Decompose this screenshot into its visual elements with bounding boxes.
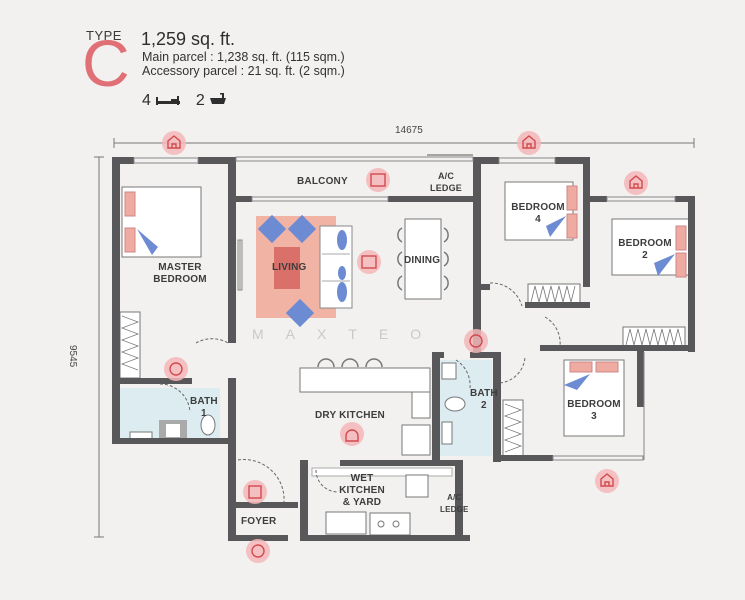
washer-icon — [251, 544, 265, 558]
windows — [133, 156, 676, 461]
washer-icon — [469, 334, 483, 348]
bar-stools — [317, 358, 383, 368]
height-dimension: 9545 — [67, 345, 78, 368]
bedroom-count: 4 — [142, 92, 151, 109]
label-ac-ledge-top: A/C LEDGE — [430, 171, 463, 193]
label-dining: DINING — [404, 255, 441, 266]
label-bath-1: BATH 1 — [190, 396, 218, 419]
accessory-parcel: Accessory parcel : 21 sq. ft. (2 sqm.) — [142, 64, 345, 78]
total-area: 1,259 sq. ft. — [141, 29, 236, 49]
label-foyer: FOYER — [241, 516, 277, 527]
balcony-icon — [370, 173, 386, 187]
dining-chairs — [397, 227, 449, 291]
bathtub-icon — [210, 93, 227, 104]
label-bath-2: BATH 2 — [470, 388, 498, 411]
label-bedroom-2: BEDROOM 2 — [618, 238, 672, 261]
label-bedroom-4: BEDROOM 4 — [511, 202, 565, 225]
washer-icon — [169, 362, 183, 376]
house-icon — [629, 175, 643, 189]
main-parcel: Main parcel : 1,238 sq. ft. (115 sqm.) — [142, 50, 345, 64]
label-master-bedroom: MASTER BEDROOM — [153, 262, 207, 285]
label-wet-kitchen: WET KITCHEN & YARD — [339, 473, 385, 508]
label-bedroom-3: BEDROOM 3 — [567, 399, 621, 422]
door-swings — [159, 282, 561, 503]
label-dry-kitchen: DRY KITCHEN — [315, 410, 385, 421]
walls — [112, 157, 695, 541]
label-balcony: BALCONY — [297, 176, 348, 187]
bathroom-count: 2 — [195, 92, 205, 109]
shoe-cabinet-icon — [248, 485, 262, 499]
dimension-lines — [94, 138, 695, 538]
chef-icon — [345, 429, 359, 442]
house-icon — [522, 135, 536, 149]
width-dimension: 14675 — [395, 125, 423, 136]
house-icon — [167, 135, 181, 149]
tv-cabinet-icon — [361, 255, 377, 269]
house-icon — [600, 473, 614, 487]
type-label: TYPE — [86, 28, 122, 43]
label-ac-ledge-bottom: A/C LEDGE — [440, 493, 469, 514]
label-living: LIVING — [272, 262, 307, 273]
room-counts: 4 2 — [142, 92, 227, 110]
watermark: MAXTEO — [252, 326, 444, 342]
bed-icon — [156, 96, 181, 105]
type-letter: C — [82, 26, 130, 100]
